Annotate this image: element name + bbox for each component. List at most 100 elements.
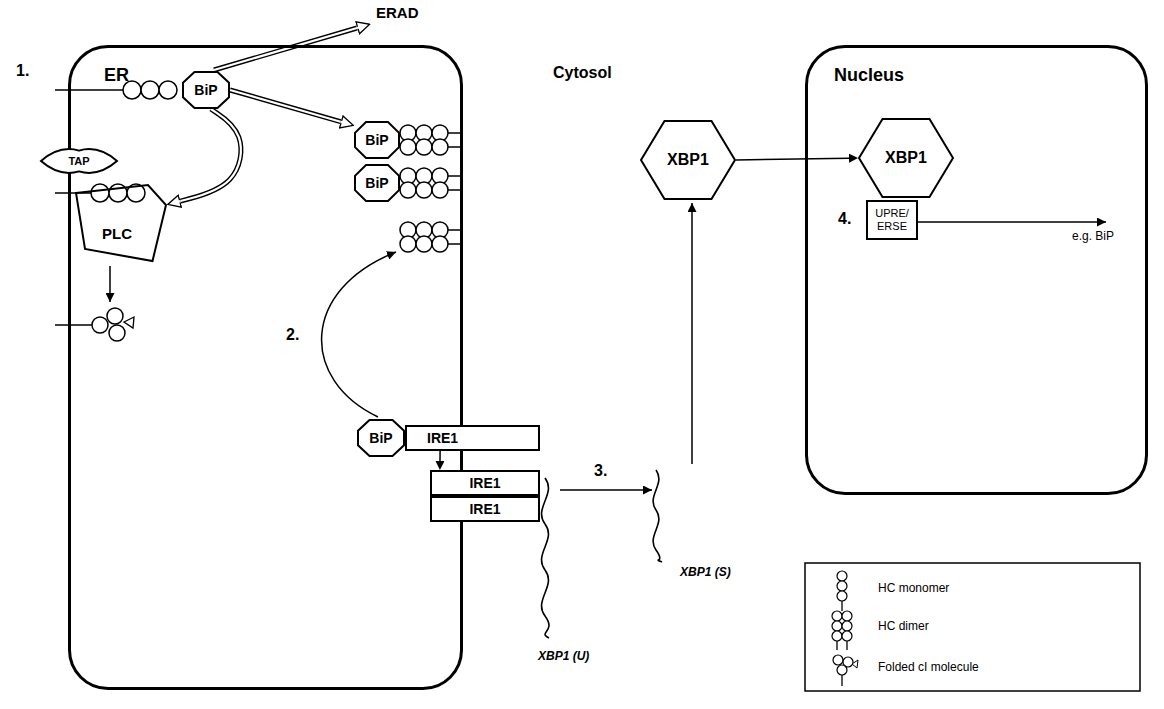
rect-outline: [431, 497, 539, 521]
erad-arrow: [214, 28, 357, 70]
bip-release-arrow: [322, 252, 396, 417]
pent-outline: [75, 180, 167, 262]
connector-core: [230, 90, 341, 122]
node-label: BiP: [369, 430, 392, 446]
hc-domain: [91, 184, 109, 202]
node-label: IRE1: [469, 501, 500, 517]
node-label: XBP1: [885, 149, 927, 167]
ire1-box: IRE1: [430, 470, 540, 496]
target-gene-label: e.g. BiP: [1072, 230, 1114, 244]
legend-sample: [841, 675, 842, 686]
node-label: XBP1: [667, 151, 709, 169]
rect-outline: [405, 425, 540, 451]
legend-text: HC dimer: [878, 620, 929, 634]
oct-outline: [358, 420, 404, 456]
membrane-anchor: [55, 324, 92, 326]
connector-arrow: [230, 90, 341, 122]
folding-arrow: [109, 266, 111, 302]
mrna-label: XBP1 (U): [538, 650, 589, 664]
connector-line: [736, 158, 849, 160]
ire1-box: IRE1: [405, 425, 540, 451]
er-compartment: ER BiP PLC BiP BiP BiP: [68, 45, 463, 690]
compartment-heading: ER: [104, 65, 129, 86]
hc-domain: [107, 308, 123, 324]
upre-element-box: UPRE/ ERSE: [866, 200, 918, 240]
step-number: 4.: [838, 210, 851, 228]
hc-domain: [159, 81, 177, 99]
connector-line: [439, 451, 441, 461]
legend-sample: [852, 660, 858, 668]
node-label: IRE1: [427, 430, 458, 446]
legend-sample: [841, 601, 842, 611]
hex-outline: [641, 121, 735, 199]
ire1-box: IRE1: [430, 496, 540, 522]
hc-dimer-symbol: [400, 222, 462, 252]
bip-octagon: BiP: [354, 121, 400, 159]
connector-core: [181, 109, 241, 201]
tap-outline: [41, 149, 117, 173]
connector-outline: [181, 109, 241, 201]
legend-sample: [836, 641, 837, 650]
legend-sample: [832, 611, 842, 621]
node-label: UPRE/ ERSE: [870, 207, 914, 232]
mrna-squiggle: [542, 478, 549, 638]
legend-sample: [842, 631, 852, 641]
tap-transporter: TAP: [40, 148, 118, 174]
splicing-arrow: [560, 489, 652, 491]
pent-outline: [76, 185, 166, 261]
hc-domain: [141, 81, 159, 99]
connector-arrow: [439, 451, 440, 461]
oct-outline: [183, 72, 229, 108]
compartment-heading: Nucleus: [834, 65, 904, 86]
oct-outline: [355, 122, 399, 158]
plc-pentagon: PLC: [75, 180, 167, 262]
nucleus-compartment: NucleusXBP1UPRE/ ERSE: [805, 45, 1148, 495]
mrna-label: XBP1 (S): [680, 566, 731, 580]
hex-outline: [859, 119, 953, 197]
hc-domain: [109, 325, 125, 341]
erad-arrow: [214, 28, 357, 70]
legend-sample: [837, 665, 847, 675]
xbp1-hexagon: XBP1: [858, 118, 954, 198]
node-label: BiP: [365, 175, 388, 191]
compartment-label: Cytosol: [553, 64, 612, 82]
node-label: PLC: [102, 225, 132, 242]
node-label: TAP: [68, 155, 89, 168]
connector-outline: [230, 90, 341, 122]
peptide-triangle: [124, 317, 134, 328]
step-number: 1.: [16, 62, 29, 80]
legend-text: Folded cI molecule: [878, 661, 979, 675]
rect-outline: [431, 471, 539, 495]
legend-sample: [832, 621, 842, 631]
transcription-arrow: [918, 221, 1106, 223]
legend-frame: [805, 563, 1140, 691]
legend-text: HC monomer: [878, 582, 949, 596]
oct-outline: [355, 165, 399, 201]
membrane-anchor: [55, 89, 124, 91]
legend-sample: [846, 641, 847, 650]
mrna-squiggle: [653, 470, 662, 562]
legend-sample: [832, 631, 842, 641]
legend-sample: [833, 655, 843, 665]
bip-octagon: BiP: [354, 164, 400, 202]
connector-arrow: [181, 109, 241, 201]
rect-outline: [406, 426, 539, 450]
node-label: BiP: [365, 132, 388, 148]
legend-sample: [842, 621, 852, 631]
step-number: 3.: [594, 462, 607, 480]
bip-octagon: BiP: [357, 419, 405, 457]
legend-sample: [842, 611, 852, 621]
connector-arrow: [736, 158, 849, 160]
hc-dimer-symbol: [400, 168, 462, 198]
node-label: BiP: [194, 82, 217, 98]
pathway-label: ERAD: [376, 4, 419, 21]
hc-dimer-symbol: [400, 125, 462, 155]
hc-domain: [92, 317, 108, 333]
translation-arrow: [691, 203, 693, 464]
node-label: IRE1: [469, 475, 500, 491]
xbp1-hexagon: XBP1: [640, 120, 736, 200]
legend-sample: [837, 571, 847, 581]
